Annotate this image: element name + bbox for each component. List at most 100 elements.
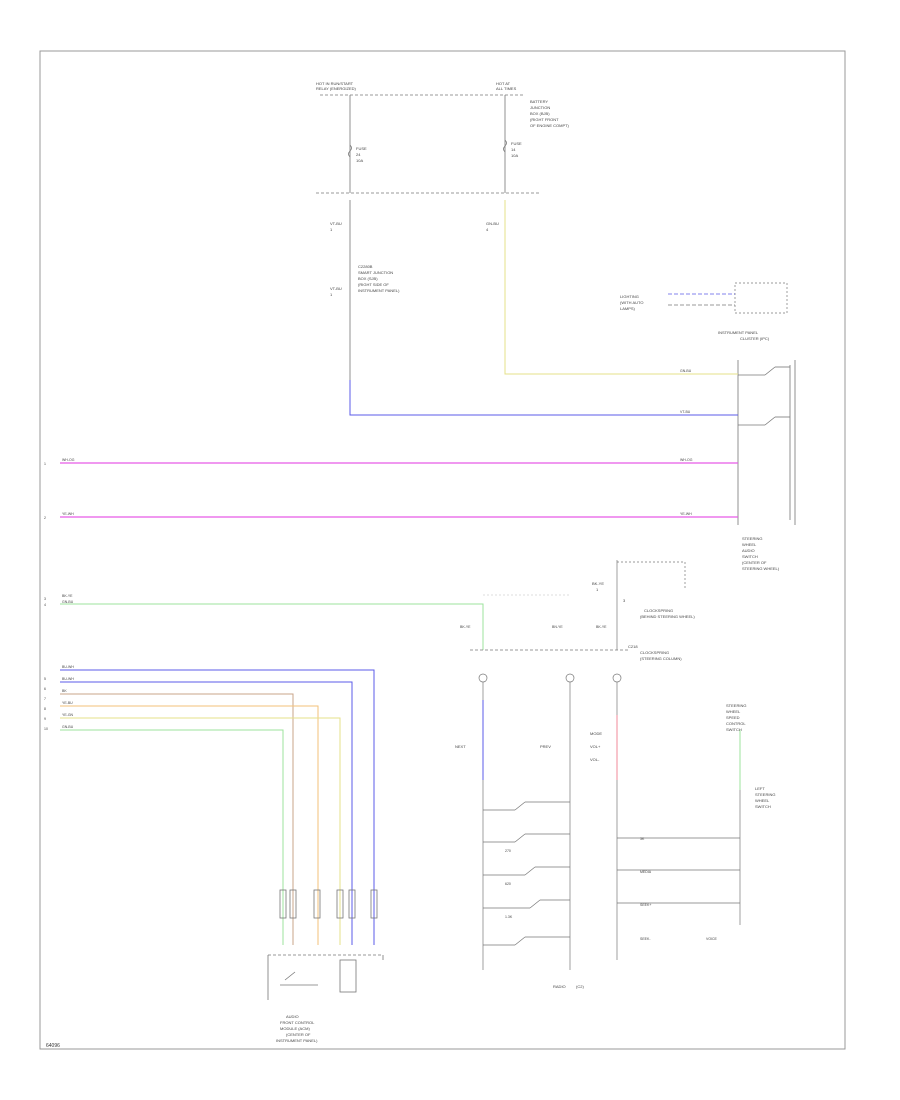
top-right-source-label: HOT AT ALL TIMES [496,81,517,91]
svg-text:4: 4 [44,603,46,607]
wire-right-1-label: GN-BU 4 [486,221,499,232]
svg-text:WH-OG: WH-OG [680,458,693,462]
svg-text:OF ENGINE COMPT): OF ENGINE COMPT) [530,123,570,128]
left-bundle-pins: 5 6 7 8 9 10 [44,677,48,731]
left-bottom-module [267,889,384,1000]
svg-text:SEEK-: SEEK- [640,937,651,941]
svg-text:(RIGHT FRONT: (RIGHT FRONT [530,117,559,122]
wire-blue-vt-bu [349,380,738,416]
svg-text:VT-BU: VT-BU [330,221,342,226]
svg-text:BK-YE: BK-YE [592,581,604,586]
svg-text:HOT AT: HOT AT [496,81,511,86]
svg-text:6: 6 [44,687,46,691]
svg-text:RELAY (ENERGIZED): RELAY (ENERGIZED) [316,86,357,91]
svg-text:CLOCKSPRING: CLOCKSPRING [644,608,673,613]
svg-text:PREV: PREV [540,744,551,749]
svg-text:1: 1 [330,292,333,297]
svg-text:INSTRUMENT PANEL: INSTRUMENT PANEL [718,330,759,335]
svg-text:620: 620 [505,882,511,886]
svg-text:3: 3 [623,598,626,603]
svg-text:VT-BU: VT-BU [680,410,691,414]
svg-text:INSTRUMENT PANEL): INSTRUMENT PANEL) [358,288,400,293]
svg-text:(CENTER OF: (CENTER OF [286,1032,311,1037]
wire-green-top [60,594,570,650]
svg-text:2: 2 [44,516,46,520]
svg-text:BK-YE: BK-YE [596,625,607,629]
radio-label: RADIO (C2) [553,984,584,989]
svg-text:LEFT: LEFT [755,786,765,791]
svg-text:C2280B: C2280B [358,264,373,269]
svg-text:MEDIA: MEDIA [640,870,652,874]
svg-text:1: 1 [330,227,333,232]
wire-codes-right: GN-BU VT-BU WH-OG YE-WH [680,369,693,516]
svg-text:INSTRUMENT PANEL): INSTRUMENT PANEL) [276,1038,318,1043]
speed-control-label: STEERING WHEEL SPEED CONTROL SWITCH [726,703,746,732]
svg-text:CONTROL: CONTROL [726,721,746,726]
svg-text:HOT IN RUN/START: HOT IN RUN/START [316,81,354,86]
illumination-label: LIGHTING (WITH AUTO LAMPS) [620,294,643,311]
svg-text:3K: 3K [640,837,645,841]
clockspring-connector-label: C218 CLOCKSPRING (STEERING COLUMN) [628,644,682,661]
svg-text:10A: 10A [511,153,518,158]
svg-text:WHEEL: WHEEL [742,542,757,547]
clockspring-label: CLOCKSPRING (BEHIND STEERING WHEEL) [640,608,695,619]
wire-left-1-label: VT-BU 1 [330,221,342,232]
wire-codes-left-magenta: WH-OG YE-WH 1 2 [44,458,75,520]
svg-text:9: 9 [44,717,46,721]
svg-text:ALL TIMES: ALL TIMES [496,86,517,91]
svg-text:CLOCKSPRING: CLOCKSPRING [640,650,669,655]
svg-text:10A: 10A [356,158,363,163]
svg-text:8: 8 [44,707,46,711]
page-number: 64096 [46,1043,60,1049]
svg-text:CLUSTER (IPC): CLUSTER (IPC) [740,336,770,341]
illumination-connector [668,282,788,314]
svg-text:VOICE: VOICE [706,937,718,941]
svg-text:24: 24 [356,152,361,157]
left-wire-bundle [60,669,375,945]
smart-junction-label: C2280B SMART JUNCTION BOX (SJB) (RIGHT S… [358,264,400,293]
svg-text:LIGHTING: LIGHTING [620,294,639,299]
svg-text:SMART JUNCTION: SMART JUNCTION [358,270,393,275]
left-bundle-codes: BU-WH BU-WH BK YE-BU YE-GN GN-BU [62,665,74,729]
svg-text:270: 270 [505,849,511,853]
svg-text:SWITCH: SWITCH [742,554,758,559]
svg-text:1.3K: 1.3K [505,915,513,919]
clockspring-block [470,560,741,970]
power-source-section [316,94,540,415]
svg-text:BOX (BJB): BOX (BJB) [530,111,550,116]
top-left-source-label: HOT IN RUN/START RELAY (ENERGIZED) [316,81,357,91]
left-steering-label: LEFT STEERING WHEEL SWITCH [755,786,775,809]
svg-text:WHEEL: WHEEL [726,709,741,714]
diagram-frame [39,50,846,1050]
svg-text:FUSE: FUSE [511,141,522,146]
steering-switch-block [737,360,796,525]
svg-text:BOX (SJB): BOX (SJB) [358,276,378,281]
svg-text:(BEHIND STEERING WHEEL): (BEHIND STEERING WHEEL) [640,614,695,619]
svg-text:(RIGHT SIDE OF: (RIGHT SIDE OF [358,282,389,287]
svg-text:SPEED: SPEED [726,715,740,720]
svg-text:C218: C218 [628,644,638,649]
svg-text:VT-BU: VT-BU [330,286,342,291]
svg-text:(C2): (C2) [576,984,584,989]
svg-text:YE-BU: YE-BU [62,701,73,705]
svg-text:7: 7 [44,697,46,701]
svg-text:GN-BU: GN-BU [62,725,74,729]
clockspring-top-label: BK-YE 1 3 [592,581,626,603]
svg-text:GN-BU: GN-BU [680,369,692,373]
svg-text:SEEK+: SEEK+ [640,903,651,907]
svg-text:14: 14 [511,147,516,152]
svg-text:4: 4 [486,227,489,232]
svg-text:STEERING: STEERING [755,792,775,797]
svg-text:YE-WH: YE-WH [62,512,74,516]
svg-text:STEERING WHEEL): STEERING WHEEL) [742,566,780,571]
svg-text:VOL-: VOL- [590,757,600,762]
switch-ladder [483,790,741,946]
wire-green-top-labels: BK-YE GN-BU 3 4 [44,594,74,607]
svg-text:YE-GN: YE-GN [62,713,74,717]
svg-text:RADIO: RADIO [553,984,566,989]
svg-text:STEERING: STEERING [726,703,746,708]
svg-text:BATTERY: BATTERY [530,99,548,104]
svg-text:(STEERING COLUMN): (STEERING COLUMN) [640,656,682,661]
svg-text:WH-OG: WH-OG [62,458,75,462]
